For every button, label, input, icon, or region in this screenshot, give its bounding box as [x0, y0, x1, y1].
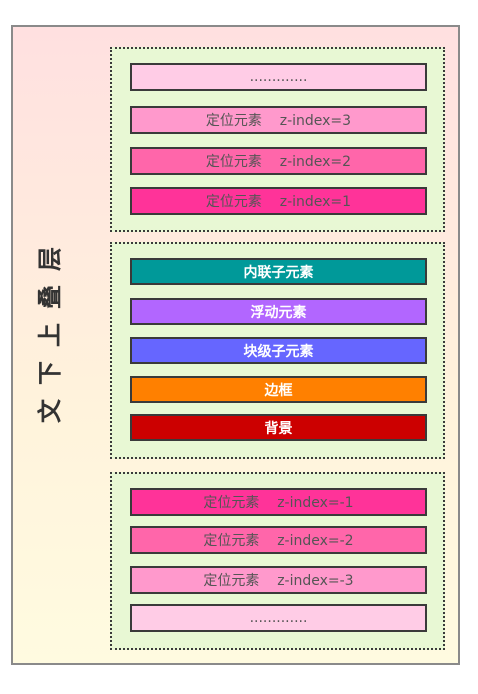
title-char: 下: [36, 361, 64, 385]
layer-label: 定位元素 z-index=-2: [203, 533, 354, 549]
title-char: 上: [36, 323, 64, 347]
layer-label: 背景: [264, 420, 293, 437]
layer-label: .............: [249, 610, 308, 626]
layer-bar: 定位元素 z-index=-1: [130, 488, 427, 516]
layer-label: 定位元素 z-index=2: [205, 154, 352, 170]
layer-bar: 块级子元素: [130, 337, 427, 364]
layer-bar: 边框: [130, 376, 427, 403]
layer-bar: .............: [130, 63, 427, 91]
layer-label: 浮动元素: [250, 304, 307, 321]
layer-label: 块级子元素: [243, 343, 314, 360]
layer-bar: 定位元素 z-index=2: [130, 147, 427, 175]
title-char: 文: [36, 399, 64, 423]
layer-label: 定位元素 z-index=-3: [203, 573, 354, 589]
normal-flow-group: 内联子元素 浮动元素 块级子元素 边框 背景: [110, 242, 445, 459]
negative-z-index-group: 定位元素 z-index=-1 定位元素 z-index=-2 定位元素 z-i…: [110, 472, 445, 650]
layer-bar: 定位元素 z-index=-2: [130, 526, 427, 554]
title-char: 叠: [36, 285, 64, 309]
layer-label: 定位元素 z-index=3: [205, 113, 352, 129]
layer-label: 内联子元素: [243, 264, 314, 281]
layer-bar: 定位元素 z-index=3: [130, 106, 427, 134]
title-char: 层: [36, 247, 64, 271]
layer-label: .............: [249, 69, 308, 85]
stacking-context-title: 层 叠 上 下 文: [30, 240, 70, 430]
layer-bar: 背景: [130, 414, 427, 441]
layer-bar: 内联子元素: [130, 258, 427, 285]
layer-label: 定位元素 z-index=-1: [203, 495, 354, 511]
layer-label: 边框: [264, 382, 293, 399]
layer-label: 定位元素 z-index=1: [205, 194, 352, 210]
layer-bar: .............: [130, 604, 427, 632]
positive-z-index-group: ............. 定位元素 z-index=3 定位元素 z-inde…: [110, 47, 445, 232]
layer-bar: 定位元素 z-index=-3: [130, 566, 427, 594]
layer-bar: 浮动元素: [130, 298, 427, 325]
layer-bar: 定位元素 z-index=1: [130, 187, 427, 215]
